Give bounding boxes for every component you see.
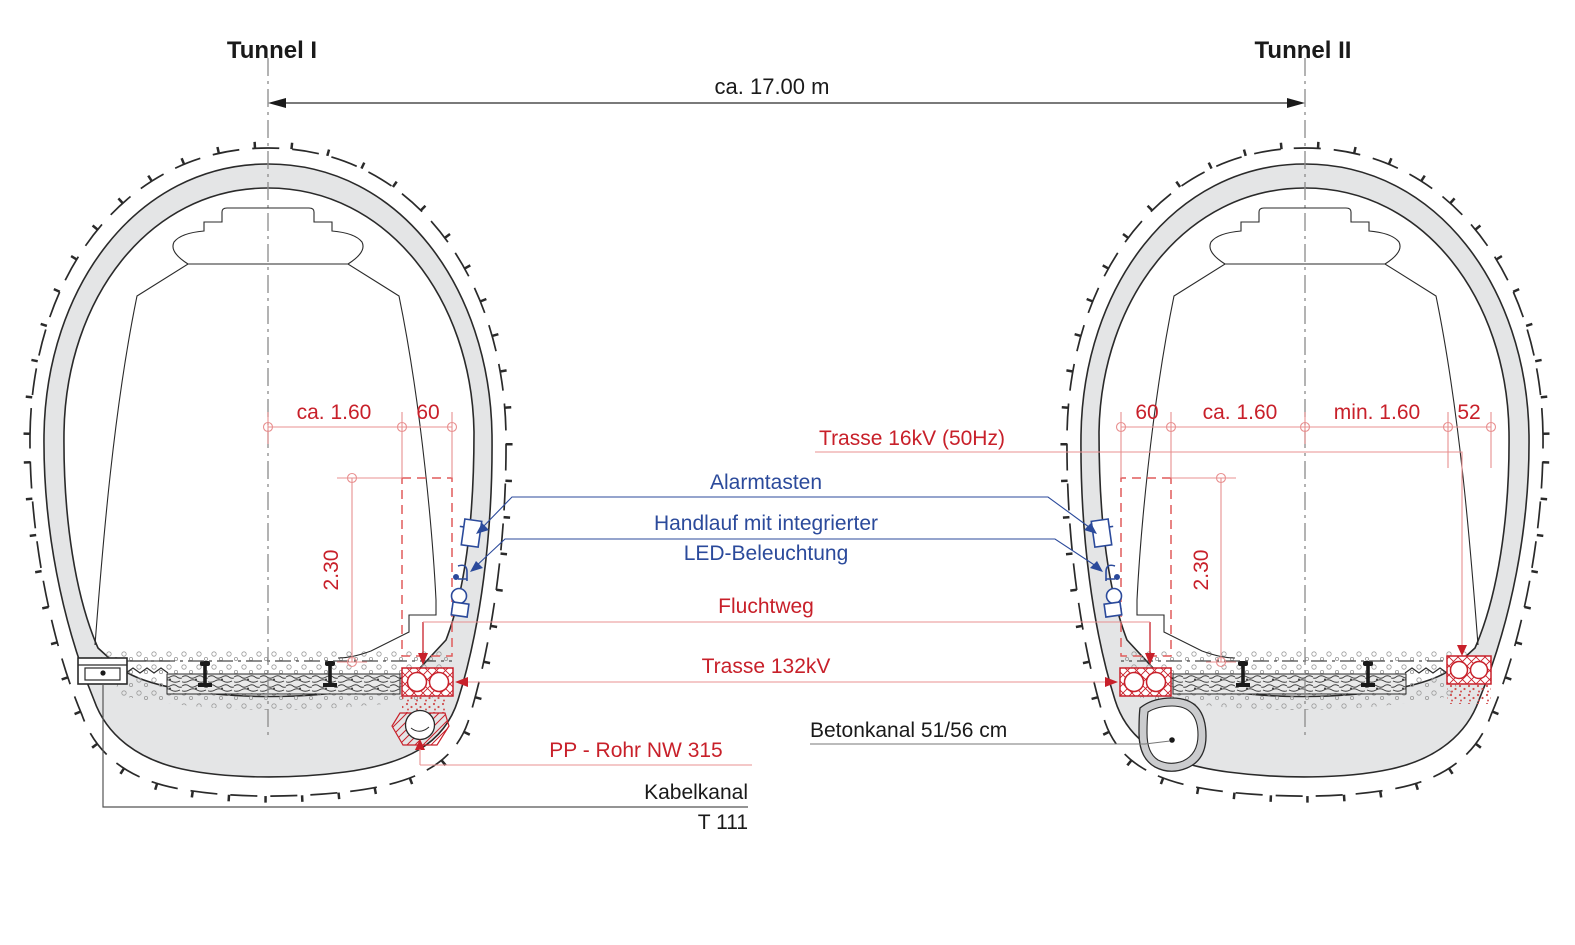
t2-dim-extension [1305, 412, 1497, 468]
annotation-trasse-16kv: Trasse 16kV (50Hz) [815, 427, 1467, 656]
annotation-handlauf: Handlauf mit integrierter LED-Beleuchtun… [470, 512, 1103, 572]
span-dimension: ca. 17.00 m [268, 74, 1305, 108]
betonkanal-label: Betonkanal 51/56 cm [810, 719, 1007, 742]
span-arrow-left [268, 98, 286, 108]
annotation-alarmtasten: Alarmtasten [476, 471, 1097, 534]
tunnel-1: ca. 1.60 60 2.30 Tunnel I [30, 37, 506, 796]
trasse-16kv-block [1446, 655, 1492, 704]
tunnel-2: 60 ca. 1.60 min. 1.60 52 2.30 Tunnel II [1067, 37, 1543, 796]
annotations: Trasse 16kV (50Hz) Alarmtasten Handlauf … [102, 427, 1467, 834]
handlauf-label-line1: Handlauf mit integrierter [654, 512, 878, 535]
pp-rohr-label: PP - Rohr NW 315 [549, 739, 723, 762]
annotation-kabelkanal: Kabelkanal T 111 [102, 684, 748, 834]
annotation-trasse-132kv: Trasse 132kV [455, 655, 1118, 687]
t2-dim-cable-tray: 52 [1457, 401, 1480, 424]
trasse-132kv-label: Trasse 132kV [702, 655, 831, 678]
t1-dim-height: 2.30 [320, 550, 343, 591]
t1-dim-track-center: ca. 1.60 [297, 401, 372, 424]
span-arrow-right [1287, 98, 1305, 108]
span-dimension-text: ca. 17.00 m [715, 74, 830, 99]
alarmtasten-label: Alarmtasten [710, 471, 822, 494]
betonkanal-channel [1138, 697, 1207, 772]
t1-title: Tunnel I [227, 37, 317, 64]
t2-title: Tunnel II [1255, 37, 1352, 64]
annotation-fluchtweg: Fluchtweg [423, 595, 1150, 623]
t2-dim-track-center: ca. 1.60 [1203, 401, 1278, 424]
annotation-pp-rohr: PP - Rohr NW 315 [420, 739, 752, 766]
handlauf-label-line2: LED-Beleuchtung [684, 542, 849, 565]
fluchtweg-label: Fluchtweg [718, 595, 814, 618]
t2-dim-walkway: 60 [1135, 401, 1158, 424]
t1-dim-walkway: 60 [416, 401, 439, 424]
kabelkanal-label: Kabelkanal [644, 781, 748, 804]
kabelkanal-box [77, 657, 170, 685]
t2-dim-track-min: min. 1.60 [1334, 401, 1420, 424]
annotation-betonkanal: Betonkanal 51/56 cm [810, 719, 1171, 745]
pp-rohr-assembly [391, 696, 450, 765]
plan-code-label: T 111 [698, 811, 748, 834]
trasse-16kv-label: Trasse 16kV (50Hz) [819, 427, 1005, 450]
t2-dim-height: 2.30 [1190, 550, 1213, 591]
